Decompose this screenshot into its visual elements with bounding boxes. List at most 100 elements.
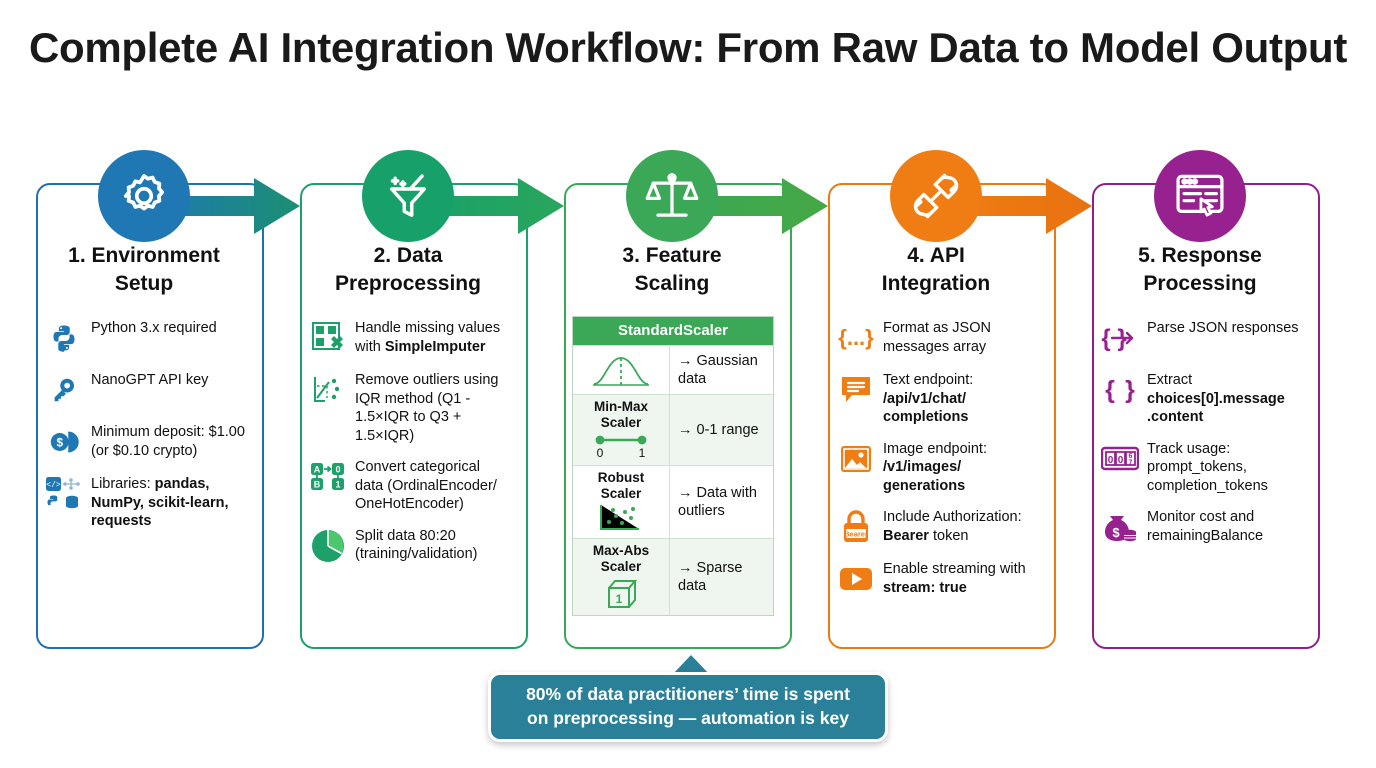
list-item: Image endpoint: /v1/images/ generations	[836, 439, 1040, 496]
svg-text:6: 6	[1129, 453, 1133, 460]
table-row: Min-Max Scaler 0 1 → 0-1 range	[573, 394, 773, 466]
list-item: Enable streaming with stream: true	[836, 559, 1040, 599]
svg-text:7: 7	[1129, 459, 1133, 466]
json-braces-icon: {...}	[836, 318, 876, 358]
bullet-text: Convert categorical data (OrdinalEncoder…	[355, 459, 497, 513]
bullet-text-bold: Bearer	[883, 527, 929, 544]
image-photo-icon	[836, 439, 876, 479]
pie-chart-icon	[308, 526, 348, 566]
money-bag-icon: $	[1100, 507, 1140, 547]
scatter-outliers-icon	[308, 370, 348, 410]
list-item: {...} Format as JSON messages array	[836, 318, 1040, 358]
table-row-label: Min-Max Scaler	[594, 399, 648, 430]
svg-text:1: 1	[639, 446, 646, 460]
step-icon-circle-5	[1154, 150, 1246, 242]
coins-dollar-icon: $	[44, 422, 84, 462]
list-item: Split data 80:20 (training/validation)	[308, 526, 512, 566]
svg-text:{: {	[1105, 376, 1115, 404]
python-logo-icon	[44, 318, 84, 358]
gaussian-curve-icon	[593, 357, 649, 386]
plug-connector-icon	[913, 173, 959, 219]
gear-icon	[123, 174, 165, 211]
bullet-text: Monitor cost and remainingBalance	[1147, 509, 1264, 544]
svg-text:0: 0	[1118, 455, 1124, 466]
step-card-1	[36, 183, 264, 649]
table-cell-result: → Gaussian data	[678, 353, 758, 388]
table-row: Max-Abs Scaler 1 → Sparse data	[573, 538, 773, 616]
svg-text:</>: </>	[46, 481, 61, 490]
bullet-text-prefix: Handle missing values with	[355, 320, 501, 355]
bullet-text: Enable streaming with stream: true	[883, 559, 1040, 597]
svg-text:$: $	[1112, 525, 1120, 540]
step-heading-1: 1. Environment Setup	[68, 244, 220, 296]
range-slider-icon: 0 1	[595, 435, 647, 460]
funnel-sparkle-icon	[389, 174, 427, 217]
bullet-text-prefix: Enable streaming with	[883, 561, 1026, 578]
svg-text:Bearer: Bearer	[844, 530, 868, 539]
step-column-1: 1. Environment Setup Python 3.x required	[30, 150, 300, 655]
page-title: Complete AI Integration Workflow: From R…	[28, 24, 1348, 71]
bullet-text-bold: SimpleImputer	[384, 338, 486, 355]
step-icon-circle-4	[890, 150, 982, 242]
svg-text:B: B	[314, 480, 321, 490]
list-item: A B 0 1 Convert categorical data (Ordina…	[308, 457, 512, 514]
step-card-5	[1092, 183, 1320, 649]
list-item: Bearer Include Authorization: Bearer tok…	[836, 507, 1040, 547]
chat-bubble-icon	[836, 370, 876, 410]
bullet-text-prefix: Libraries:	[91, 476, 155, 492]
step-column-3: 3. Feature Scaling StandardScaler → Gaus…	[558, 150, 828, 655]
list-item: </> Libraries: pandas, Nu	[44, 474, 248, 531]
step-icon-circle-1	[98, 150, 190, 242]
step-column-2: 2. Data Preprocessing Handle missing val…	[294, 150, 564, 655]
step-icon-circle-3	[626, 150, 718, 242]
step-column-4: 4. API Integration {...} Format as JSON …	[822, 150, 1092, 655]
svg-text:$: $	[56, 437, 63, 450]
list-item: NanoGPT API key	[44, 370, 248, 410]
json-parse-arrow-icon: { }	[1100, 318, 1140, 358]
bullet-text: Python 3.x required	[91, 320, 217, 336]
bullet-text: Text endpoint: /api/v1/chat/ completions	[883, 370, 1040, 427]
bullet-text-bold: /v1/images/ generations	[883, 459, 966, 494]
list-item: { } Extract choices[0].message .content	[1100, 370, 1304, 427]
list-item: Handle missing values with SimpleImputer	[308, 318, 512, 358]
table-row: → Gaussian data	[573, 345, 773, 395]
counter-tokens-icon: 0 0 6 7	[1100, 439, 1140, 479]
step-bullets-2: Handle missing values with SimpleImputer	[308, 318, 512, 578]
categorical-encode-icon: A B 0 1	[308, 457, 348, 497]
table-cell-result: → Data with outliers	[678, 485, 757, 520]
braces-icon: { }	[1100, 370, 1140, 410]
bullet-text: Image endpoint: /v1/images/ generations	[883, 439, 1040, 496]
bullet-text-suffix: token	[928, 527, 969, 544]
scaler-comparison-table: StandardScaler → Gaussian data Min-Max S…	[572, 316, 774, 617]
workflow-columns: 1. Environment Setup Python 3.x required	[30, 150, 1346, 655]
svg-text:1: 1	[335, 480, 340, 490]
svg-text:0: 0	[1108, 455, 1114, 466]
callout-banner: 80% of data practitioners’ time is spent…	[488, 672, 888, 742]
callout-pointer	[672, 655, 710, 675]
bullet-text-prefix: Extract	[1147, 372, 1193, 388]
svg-text:A: A	[314, 465, 321, 475]
step-heading-3: 3. Feature Scaling	[622, 244, 722, 296]
list-item: $ Monitor cost and remainingBalance	[1100, 507, 1304, 547]
bullet-text-bold: /api/v1/chat/ completions	[883, 390, 969, 426]
table-row-label: Max-Abs Scaler	[592, 543, 650, 574]
table-cell-result: → 0-1 range	[678, 422, 759, 439]
bullet-text-prefix: Image endpoint:	[883, 440, 987, 457]
bullet-text: Handle missing values with SimpleImputer	[355, 318, 512, 356]
step-bullets-1: Python 3.x required NanoGPT API key	[44, 318, 248, 543]
table-row: Robust Scaler → Data with outliers	[573, 465, 773, 539]
table-cell-result: → Sparse data	[678, 560, 743, 595]
list-item: $ Minimum deposit: $1.00 (or $0.10 crypt…	[44, 422, 248, 462]
libraries-stack-icon: </>	[44, 474, 84, 514]
lock-bearer-icon: Bearer	[836, 507, 876, 547]
table-cell-icon: Max-Abs Scaler 1	[573, 539, 670, 616]
bullet-text: NanoGPT API key	[91, 372, 209, 388]
svg-text:{...}: {...}	[838, 325, 874, 350]
bullet-text-bold: choices[0].message .content	[1147, 390, 1285, 426]
table-cell-icon: Min-Max Scaler 0 1	[573, 395, 670, 466]
bullet-text: Include Authorization: Bearer token	[883, 507, 1040, 545]
step-column-5: 5. Response Processing { } Parse JSON re…	[1086, 150, 1342, 655]
play-stream-icon	[836, 559, 876, 599]
cube-one-icon: 1	[608, 580, 638, 609]
